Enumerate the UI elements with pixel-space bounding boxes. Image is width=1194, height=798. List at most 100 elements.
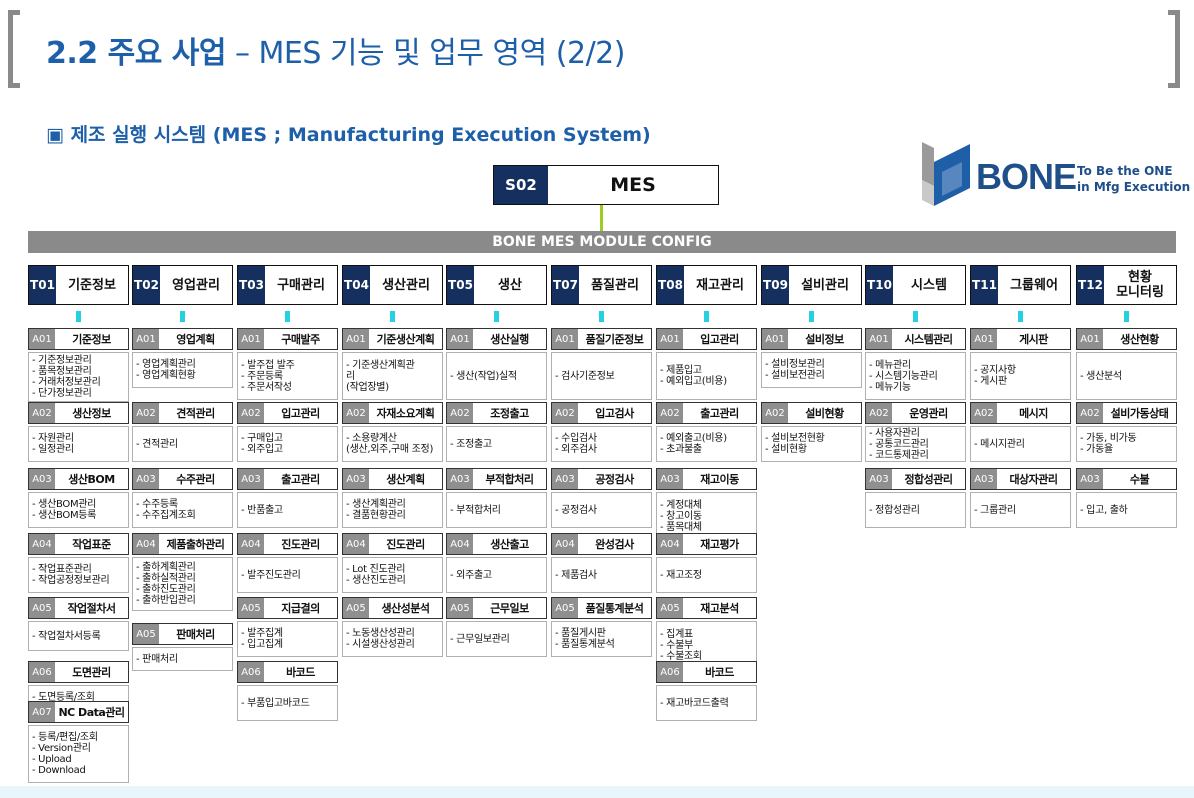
module-name: NC Data관리 <box>58 706 125 719</box>
module-name: 정합성관리 <box>904 473 953 486</box>
module-detail-item: - 영업계획현황 <box>136 370 196 381</box>
title-bracket-right <box>1168 10 1180 88</box>
module-detail-item: - 제품검사 <box>555 569 597 581</box>
module-detail-item: - 부품입고바코드 <box>241 697 310 709</box>
module-detail-item: - 게시판 <box>974 376 1007 387</box>
module-detail-item: - 예외입고(비용) <box>660 376 727 387</box>
category-name: 현황 모니터링 <box>1116 270 1164 300</box>
module-name: 품질통계분석 <box>585 602 644 615</box>
module-detail-box: - 정합성관리 <box>865 492 966 528</box>
module-detail-item: - 영업계획관리 <box>136 359 196 370</box>
module-detail-item: (생산,외주,구매 조정) <box>346 444 434 455</box>
module-code: A01 <box>447 329 473 349</box>
module-detail-item: - Download <box>32 765 86 776</box>
module-code: A03 <box>866 469 892 489</box>
module-detail-item: - 발주접 발주 <box>241 359 295 371</box>
module-detail-item: - 메뉴관리 <box>869 359 911 371</box>
page-title: 2.2 주요 사업 – MES 기능 및 업무 영역 (2/2) <box>46 28 625 72</box>
module-detail-item: - 품목정보관리 <box>32 366 92 377</box>
module-detail-item: - 그룹관리 <box>974 504 1016 516</box>
module-name: 기준정보 <box>72 333 111 346</box>
module-name: 품질기준정보 <box>585 333 644 346</box>
module-code: A02 <box>133 403 159 423</box>
module-detail-box: - 공정검사 <box>551 492 652 528</box>
category-code: T10 <box>866 266 893 304</box>
module-name: 설비정보 <box>805 333 844 346</box>
module-detail-item: - 수불부 <box>660 639 693 651</box>
module-detail-item: - 품목대체 <box>660 521 702 533</box>
category-name: 그룹웨어 <box>1010 277 1058 293</box>
module-code: A01 <box>29 329 55 349</box>
module-name: 입고관리 <box>700 333 739 346</box>
category-code: T12 <box>1077 266 1104 304</box>
module-detail-item: - 수주등록 <box>136 499 178 510</box>
module-detail-box: - 검사기준정보 <box>551 352 652 400</box>
module-name: 출고관리 <box>281 473 320 486</box>
module-detail-box: - 품질게시판- 품질통계분석 <box>551 621 652 657</box>
module-name: 수주관리 <box>176 473 215 486</box>
module-detail-item: - 주문서작성 <box>241 381 292 393</box>
module-detail-box: - 소용량계산(생산,외주,구매 조정) <box>342 426 443 462</box>
module-detail-item: - 출하계획관리 <box>136 562 196 573</box>
module-detail-item: - 생산(작업)실적 <box>450 370 517 382</box>
logo-tagline-2: in Mfg Execution <box>1077 180 1191 194</box>
module-code: A01 <box>343 329 369 349</box>
module-code: A03 <box>133 469 159 489</box>
module-name: 작업절차서 <box>67 602 116 615</box>
module-code: A02 <box>29 403 55 423</box>
category-connector <box>1018 311 1023 322</box>
module-detail-box: - 영업계획관리- 영업계획현황 <box>132 352 233 388</box>
module-detail-box: - 조정출고 <box>446 426 547 462</box>
module-detail-item: - 견적관리 <box>136 438 178 450</box>
module-code: A03 <box>238 469 264 489</box>
module-detail-item: - 계정대체 <box>660 499 702 511</box>
module-detail-box: - 노동생산성관리- 시설생산성관리 <box>342 621 443 657</box>
module-detail-item: - Version관리 <box>32 743 91 754</box>
module-detail-item: - 작업절차서등록 <box>32 630 101 642</box>
module-detail-box: - 설비보전현황- 설비현황 <box>761 426 862 462</box>
module-code: A02 <box>866 403 892 423</box>
module-detail-item: 리 <box>346 370 355 382</box>
module-name: 출고관리 <box>700 407 739 420</box>
module-code: A06 <box>29 662 55 682</box>
module-name: 진도관리 <box>386 538 425 551</box>
category-name: 구매관리 <box>277 277 325 293</box>
module-detail-box: - 예외출고(비용)- 초과불출 <box>656 426 757 462</box>
module-detail-item: - 설비정보관리 <box>765 359 825 370</box>
module-name: 생산출고 <box>490 538 529 551</box>
module-detail-box: - 외주출고 <box>446 557 547 593</box>
module-detail-item: - 집계표 <box>660 628 693 640</box>
category-code: T04 <box>343 266 370 304</box>
module-code: A07 <box>29 702 55 722</box>
module-detail-item: - 등록/편집/조회 <box>32 732 98 743</box>
module-name: 지급결의 <box>281 602 320 615</box>
category-tile-t12: T12 현황 모니터링 <box>1076 265 1177 305</box>
page-title-rest: – MES 기능 및 업무 영역 (2/2) <box>225 36 626 71</box>
module-code: A02 <box>1077 403 1103 423</box>
module-name: 설비가동상태 <box>1110 407 1169 420</box>
module-code: A02 <box>762 403 788 423</box>
category-code: T11 <box>971 266 998 304</box>
